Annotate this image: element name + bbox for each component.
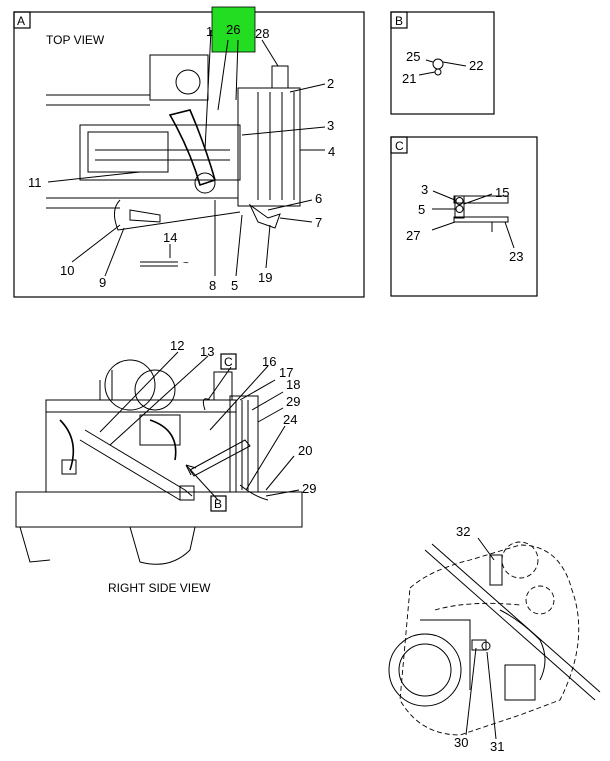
phantom-detail-leaders bbox=[465, 537, 497, 740]
detail-b-panel: B 25 22 21 bbox=[390, 11, 495, 115]
callout-31: 31 bbox=[490, 739, 504, 754]
callout-1: 1 bbox=[206, 24, 213, 39]
callout-29-lower: 29 bbox=[302, 481, 316, 496]
view-c-letter-box bbox=[390, 136, 408, 154]
top-view-leaders bbox=[47, 29, 326, 277]
side-view-leaders bbox=[99, 351, 300, 501]
detail-b-drawing bbox=[418, 58, 467, 76]
part-26-highlight bbox=[211, 6, 256, 53]
detail-c-drawing bbox=[431, 190, 515, 249]
callout-3: 3 bbox=[327, 118, 334, 133]
svg-text:~: ~ bbox=[183, 258, 189, 269]
detail-c-frame bbox=[390, 136, 538, 297]
callout-13: 13 bbox=[200, 344, 214, 359]
callout-5-detail-c: 5 bbox=[418, 202, 425, 217]
callout-28: 28 bbox=[255, 26, 269, 41]
callout-21: 21 bbox=[402, 71, 416, 86]
callout-19: 19 bbox=[258, 270, 272, 285]
callout-10: 10 bbox=[60, 263, 74, 278]
callout-23: 23 bbox=[509, 249, 523, 264]
callout-27: 27 bbox=[406, 228, 420, 243]
callout-8: 8 bbox=[209, 278, 216, 293]
callout-11: 11 bbox=[28, 175, 42, 190]
phantom-detail-view: 32 30 31 bbox=[388, 524, 601, 754]
callout-3-detail-c: 3 bbox=[421, 182, 428, 197]
side-view-engine-drawing bbox=[15, 359, 303, 565]
ref-b-label: B bbox=[214, 497, 222, 511]
callout-30: 30 bbox=[454, 735, 468, 750]
view-c-letter: C bbox=[395, 139, 404, 153]
callout-9: 9 bbox=[99, 275, 106, 290]
callout-18: 18 bbox=[286, 377, 300, 392]
phantom-detail-drawing bbox=[388, 541, 601, 736]
top-view-title: TOP VIEW bbox=[46, 33, 105, 47]
callout-6: 6 bbox=[315, 191, 322, 206]
ref-c-label: C bbox=[224, 355, 233, 369]
view-b-letter-box bbox=[390, 11, 408, 29]
top-view-frame bbox=[13, 11, 365, 298]
callout-17: 17 bbox=[279, 365, 293, 380]
callout-12: 12 bbox=[170, 338, 184, 353]
callout-24: 24 bbox=[283, 412, 297, 427]
callout-5: 5 bbox=[231, 278, 238, 293]
callout-26: 26 bbox=[226, 22, 240, 37]
callout-25: 25 bbox=[406, 49, 420, 64]
callout-2: 2 bbox=[327, 76, 334, 91]
callout-20: 20 bbox=[298, 443, 312, 458]
ref-b-box bbox=[210, 495, 227, 512]
top-view-panel: A TOP VIEW ~ bbox=[13, 6, 365, 298]
detail-b-frame bbox=[390, 11, 495, 115]
view-a-letter: A bbox=[17, 14, 25, 28]
ref-c-box bbox=[220, 353, 237, 370]
right-side-view: 12 13 C 16 17 18 29 24 20 29 B RIGHT SID… bbox=[15, 338, 316, 595]
callout-32: 32 bbox=[456, 524, 470, 539]
callout-7: 7 bbox=[315, 215, 322, 230]
view-b-letter: B bbox=[395, 14, 403, 28]
callout-16: 16 bbox=[262, 354, 276, 369]
callout-15: 15 bbox=[495, 185, 509, 200]
view-a-letter-box bbox=[13, 11, 31, 29]
callout-29-upper: 29 bbox=[286, 394, 300, 409]
callout-22: 22 bbox=[469, 58, 483, 73]
top-view-engine-drawing: ~ bbox=[46, 54, 301, 276]
callout-4: 4 bbox=[328, 144, 335, 159]
detail-c-panel: C 3 15 5 27 23 bbox=[390, 136, 538, 297]
right-side-view-title: RIGHT SIDE VIEW bbox=[108, 581, 211, 595]
callout-14: 14 bbox=[163, 230, 177, 245]
